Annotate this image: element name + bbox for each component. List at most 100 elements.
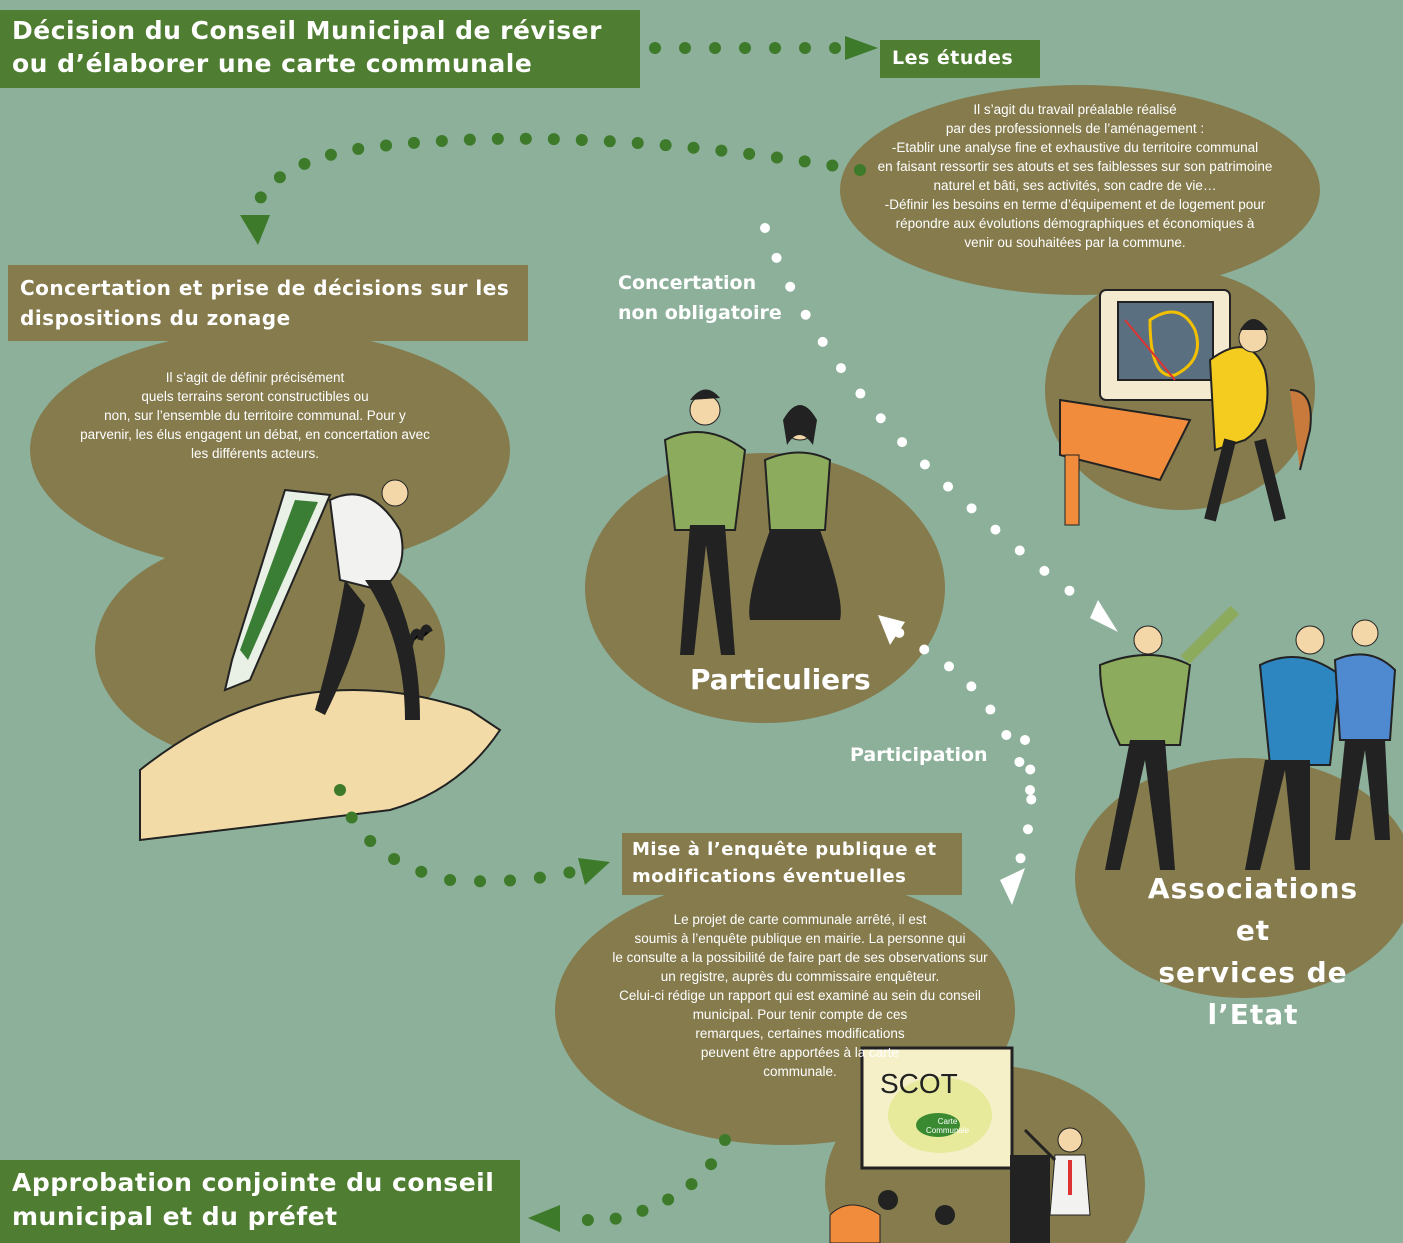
enquete-title-line2: modifications éventuelles bbox=[632, 866, 907, 887]
connector-dot bbox=[771, 252, 782, 263]
connector-dot bbox=[829, 42, 841, 54]
enquete-description-line: peuvent être apportées à la carte bbox=[700, 1045, 900, 1060]
connector-dot bbox=[944, 661, 955, 672]
connector-dot bbox=[743, 147, 756, 160]
enquete-description-line: le consulte a la possibilité de faire pa… bbox=[612, 950, 988, 965]
connector-dot bbox=[760, 223, 770, 233]
connector-dot bbox=[687, 141, 700, 154]
connector-dot bbox=[1025, 764, 1036, 775]
connector-dot bbox=[547, 133, 560, 146]
enquete-title-line1: Mise à l’enquête publique et bbox=[632, 839, 937, 860]
connector-dot bbox=[352, 142, 365, 155]
connector-dot bbox=[739, 42, 751, 54]
connector-dot bbox=[1064, 585, 1075, 596]
concertation-description-line: Il s’agit de définir précisément bbox=[165, 370, 345, 385]
connector-dot bbox=[770, 151, 783, 164]
concertation-label-line1: Concertation bbox=[618, 272, 757, 294]
concertation-description-line: les différents acteurs. bbox=[190, 446, 320, 461]
concertation-title-box: Concertation et prise de décisions sur l… bbox=[8, 265, 528, 341]
connector-dot bbox=[324, 148, 337, 161]
connector-dot bbox=[798, 155, 811, 168]
connector-dot bbox=[1015, 853, 1026, 864]
enquete-description-line: un registre, auprès du commissaire enquê… bbox=[660, 969, 940, 984]
connector-dot bbox=[985, 704, 996, 715]
etudes-description-line: Il s’agit du travail préalable réalisé bbox=[973, 102, 1177, 117]
connector-decision-to-etudes bbox=[649, 42, 841, 54]
enquete-description: Le projet de carte communale arrêté, il … bbox=[585, 910, 1015, 1081]
connector-dot bbox=[1022, 824, 1033, 835]
connector-dot bbox=[444, 874, 457, 887]
connector-dot bbox=[785, 281, 796, 292]
connector-dot bbox=[519, 132, 532, 145]
connector-dot bbox=[463, 133, 476, 146]
arrowhead-to-enquete-icon bbox=[1000, 868, 1025, 905]
connector-associations-to-particuliers bbox=[894, 627, 1035, 795]
connector-dot bbox=[388, 853, 401, 866]
connector-dot bbox=[705, 1158, 718, 1171]
concertation-description: Il s’agit de définir précisément quels te… bbox=[55, 368, 455, 463]
etudes-description-line: naturel et bâti, ses activités, son cadr… bbox=[933, 178, 1217, 193]
connector-dot bbox=[826, 159, 839, 172]
connector-dot bbox=[1020, 735, 1030, 745]
board-carte-line2: Communale bbox=[926, 1126, 970, 1135]
connector-dot bbox=[435, 134, 448, 147]
connector-dot bbox=[966, 681, 977, 692]
arrowhead-to-associations-icon bbox=[1090, 600, 1118, 632]
enquete-description-line: municipal. Pour tenir compte de ces bbox=[692, 1007, 908, 1022]
arrowhead-to-particuliers-icon bbox=[878, 615, 905, 645]
enquete-description-line: Celui-ci rédige un rapport qui est exami… bbox=[619, 988, 981, 1003]
etudes-description-line: -Définir les besoins en terme d’équipeme… bbox=[884, 197, 1266, 212]
etudes-description-line: -Etablir une analyse fine et exhaustive … bbox=[891, 140, 1259, 155]
connector-enquete-to-approbation bbox=[581, 1134, 731, 1226]
connector-dot bbox=[800, 309, 811, 320]
etudes-description-line: en faisant ressortir ses atouts et ses f… bbox=[877, 159, 1273, 174]
decision-box-line2: ou d’élaborer une carte communale bbox=[12, 49, 533, 78]
connector-dot bbox=[769, 42, 781, 54]
connector-dot bbox=[298, 157, 311, 170]
associations-label-line2: services de l’Etat bbox=[1158, 956, 1348, 1031]
connector-dot bbox=[966, 503, 977, 514]
arrowhead-to-approbation-icon bbox=[528, 1205, 560, 1232]
arrowhead-from-concertation-icon bbox=[578, 858, 610, 885]
connector-dot bbox=[533, 871, 546, 884]
connector-dot bbox=[719, 1134, 731, 1146]
connector-associations-to-enquete bbox=[1015, 735, 1037, 864]
connector-dot bbox=[364, 835, 377, 848]
board-carte-text: Carte Communale bbox=[926, 1117, 969, 1135]
connector-etudes-to-associations bbox=[760, 223, 1075, 596]
connector-concertation-to-enquete bbox=[334, 784, 576, 888]
associations-label-line1: Associations et bbox=[1147, 872, 1359, 947]
board-scot-text: SCOT bbox=[880, 1068, 958, 1099]
concertation-label-line2: non obligatoire bbox=[618, 302, 782, 324]
connector-dot bbox=[1025, 785, 1035, 795]
concertation-description-line: quels terrains seront constructibles ou bbox=[141, 389, 369, 404]
connector-dot bbox=[709, 42, 721, 54]
connector-dot bbox=[491, 132, 504, 145]
connector-dot bbox=[334, 784, 346, 796]
connector-dot bbox=[817, 336, 828, 347]
associations-label: Associations et services de l’Etat bbox=[1128, 868, 1378, 1036]
connector-dot bbox=[273, 171, 286, 184]
connector-dot bbox=[407, 136, 420, 149]
connector-dot bbox=[855, 388, 866, 399]
couple-illustration bbox=[663, 389, 841, 655]
connector-dot bbox=[662, 1193, 675, 1206]
concertation-description-line: parvenir, les élus engagent un débat, en… bbox=[80, 427, 430, 442]
connector-dot bbox=[1014, 756, 1025, 767]
connector-dot bbox=[679, 42, 691, 54]
connector-dot bbox=[504, 874, 517, 887]
arrowhead-to-etudes-icon bbox=[845, 36, 878, 60]
enquete-description-line: remarques, certaines modifications bbox=[695, 1026, 905, 1041]
connector-dot bbox=[875, 413, 886, 424]
connector-dot bbox=[345, 811, 358, 824]
connector-dot bbox=[575, 133, 588, 146]
enquete-description-line: communale. bbox=[763, 1064, 837, 1079]
enquete-description-line: soumis à l’enquête publique en mairie. L… bbox=[634, 931, 966, 946]
concertation-description-line: non, sur l’ensemble du territoire commun… bbox=[104, 408, 406, 423]
presentation-illustration bbox=[829, 1046, 1091, 1243]
connector-dot bbox=[380, 139, 393, 152]
etudes-description-line: répondre aux évolutions démographiques e… bbox=[895, 216, 1255, 231]
